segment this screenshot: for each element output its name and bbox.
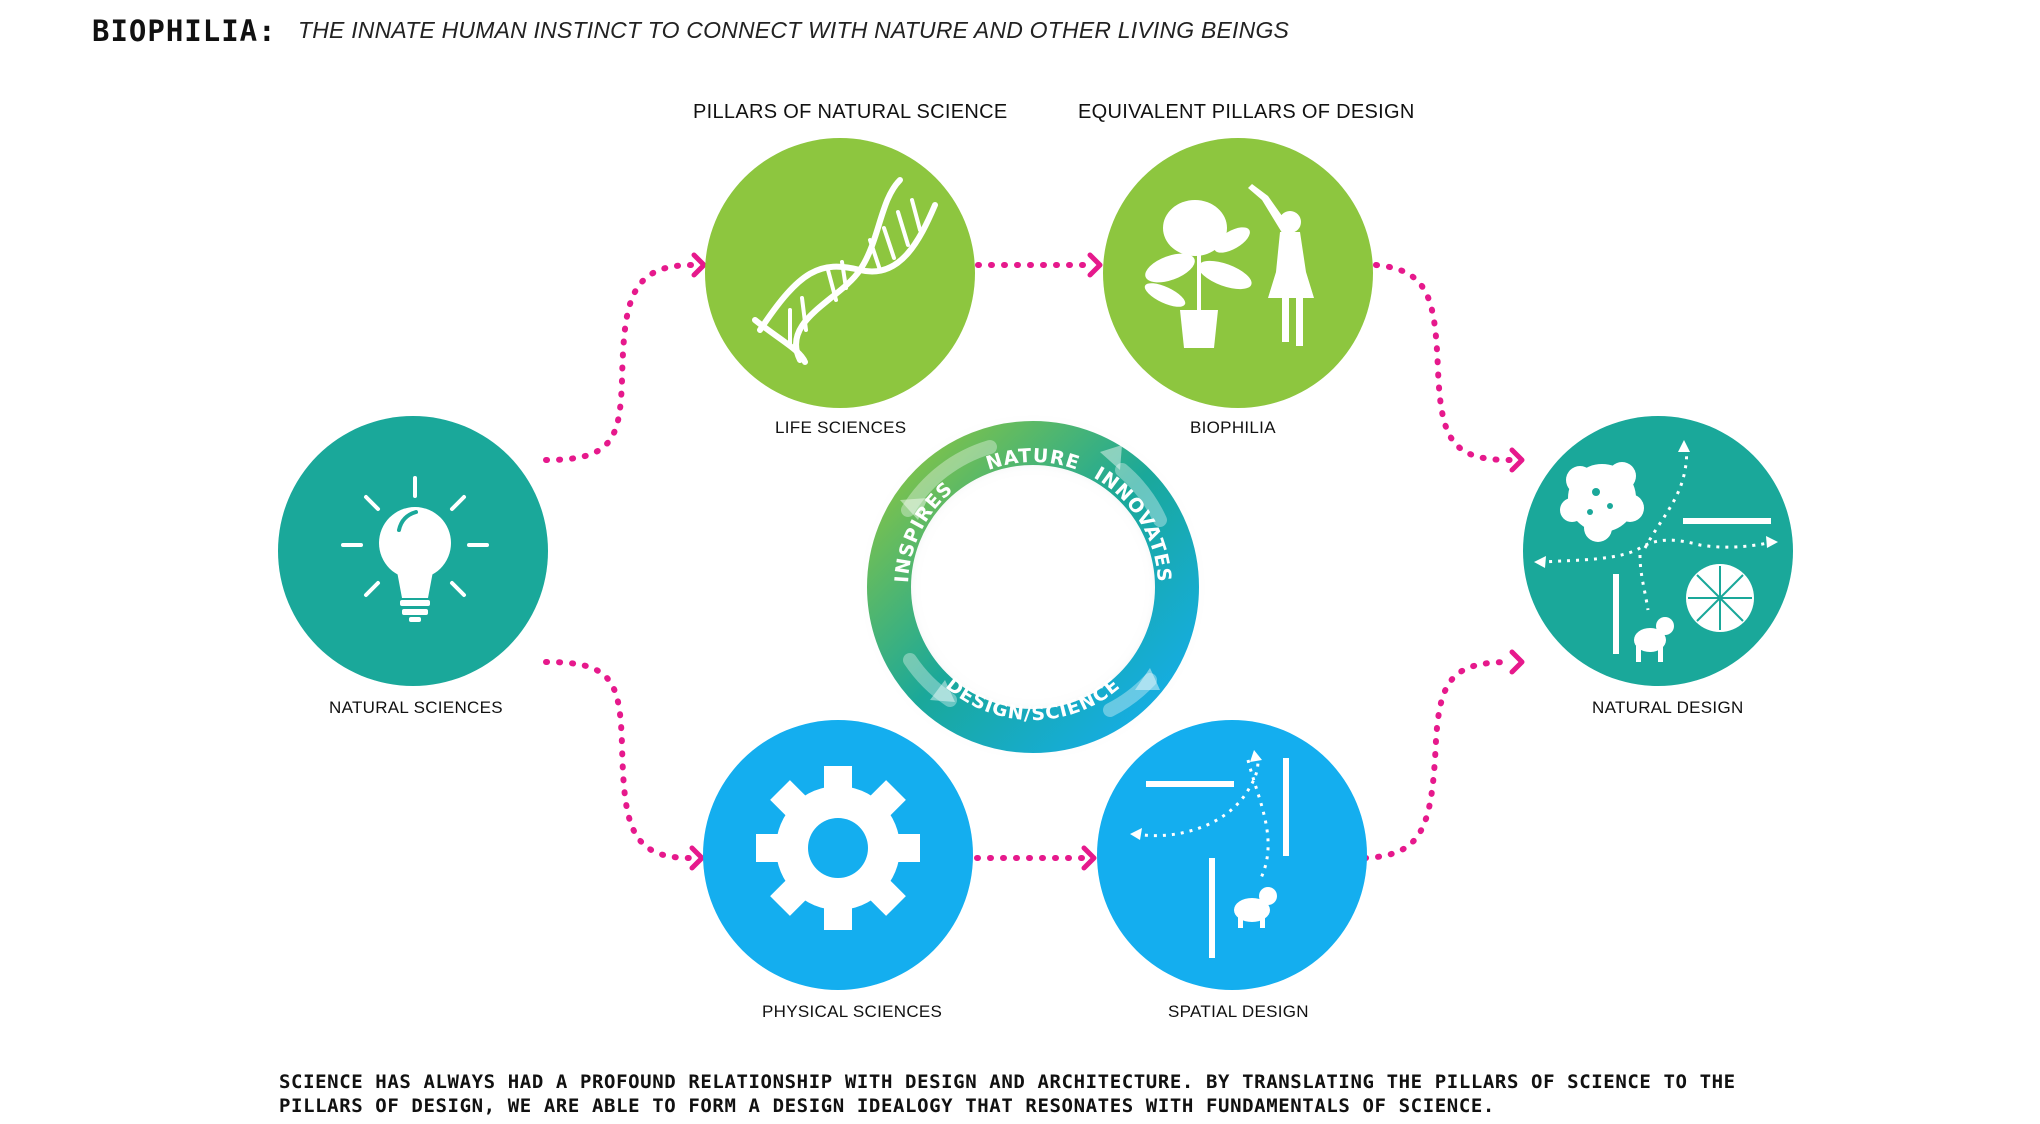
connector-natural-to-physical (543, 659, 693, 861)
arrowhead-life (691, 252, 707, 278)
plant-and-person-icon (1144, 184, 1314, 348)
label-natural-design: NATURAL DESIGN (1592, 698, 1744, 717)
node-natural-design (1523, 416, 1793, 686)
label-physical-sciences: PHYSICAL SCIENCES (762, 1002, 943, 1021)
label-spatial-design: SPATIAL DESIGN (1168, 1002, 1309, 1021)
node-natural-sciences (278, 416, 548, 686)
node-biophilia (1103, 138, 1373, 408)
arrowhead-biophilia (1087, 252, 1103, 278)
title-definition: THE INNATE HUMAN INSTINCT TO CONNECT WIT… (298, 17, 1290, 43)
arrowhead-spatial (1081, 845, 1097, 871)
science-column-heading: PILLARS OF NATURAL SCIENCE (693, 101, 1008, 123)
dna-helix-icon (752, 177, 938, 365)
cycle-ring: NATURE INNOVATES INSPIRES DESIGN/SCIENCE (867, 421, 1199, 753)
lightbulb-icon (341, 476, 489, 622)
connector-paths (543, 262, 1513, 861)
gear-icon (756, 766, 920, 930)
node-spatial-design (1097, 720, 1367, 990)
caption-text: SCIENCE HAS ALWAYS HAD A PROFOUND RELATI… (279, 1071, 1736, 1117)
label-life-sciences: LIFE SCIENCES (775, 418, 907, 437)
arrowhead-physical (689, 845, 705, 871)
cycle-arrow-2 (1100, 445, 1122, 470)
design-column-heading: EQUIVALENT PILLARS OF DESIGN (1078, 101, 1415, 123)
label-natural-sciences: NATURAL SCIENCES (329, 698, 503, 717)
node-physical-sciences (703, 720, 973, 990)
spatial-plan-icon (1130, 750, 1289, 958)
natural-plan-icon (1534, 440, 1778, 662)
label-biophilia: BIOPHILIA (1190, 418, 1276, 437)
cycle-arrow-3 (1135, 668, 1160, 690)
connector-spatial-to-natural (1362, 659, 1513, 861)
connector-arrowheads (689, 252, 1525, 871)
arrowhead-natural-bottom (1509, 649, 1525, 675)
cycle-arrow-4 (930, 680, 955, 702)
title-term: BIOPHILIA: (92, 14, 277, 48)
node-life-sciences (705, 138, 975, 408)
cycle-arrow-1 (900, 498, 928, 520)
arrowhead-natural-top (1509, 447, 1525, 473)
connector-biophilia-to-natural (1373, 262, 1513, 463)
connector-natural-to-life (543, 262, 696, 463)
